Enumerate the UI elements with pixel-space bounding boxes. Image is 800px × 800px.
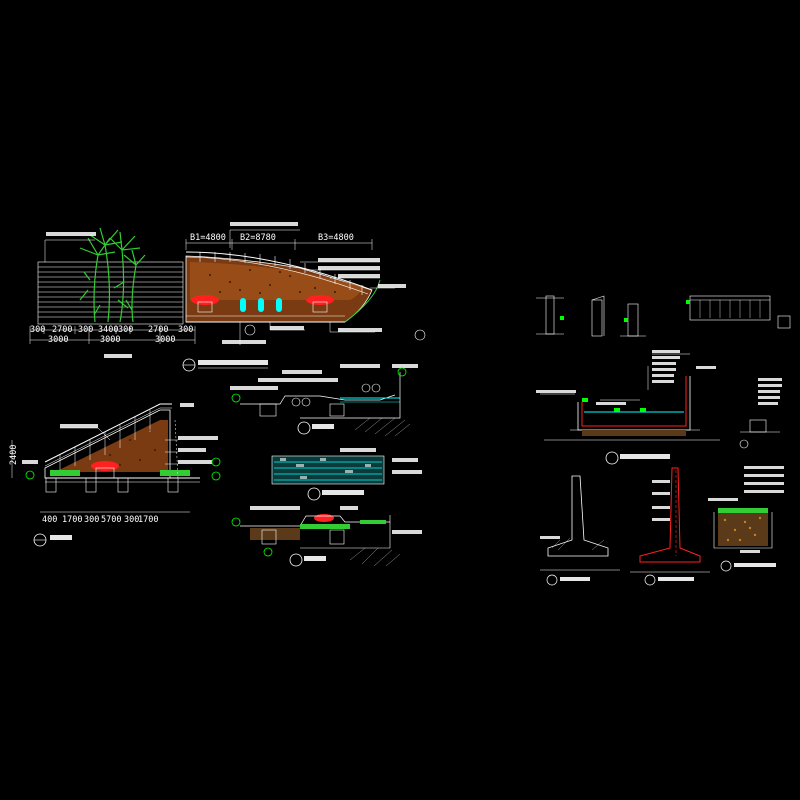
section-dim-3: 300 — [84, 515, 99, 525]
fountain-wall-body — [185, 251, 381, 323]
dimension-b1: B1=4800 — [190, 233, 226, 243]
stair-title — [33, 533, 72, 547]
right-side-notes — [739, 378, 784, 493]
elevation-bottom-dimension-lines — [29, 326, 196, 344]
fountain-elevation: B1=4800 B2=8780 B3=4800 300 2700 300 340… — [29, 222, 426, 372]
elevation-title — [182, 358, 268, 372]
dim-total-3: 3000 — [155, 335, 175, 345]
elevation-markers — [244, 324, 426, 341]
pool-section-a — [230, 364, 418, 437]
dim-seg-2: 2700 — [52, 325, 72, 335]
left-grille-wall — [37, 261, 184, 325]
right-pool-section — [536, 350, 720, 465]
section-dim-5: 300 — [124, 515, 139, 525]
right-small-details — [536, 295, 791, 337]
planting-detail — [708, 498, 776, 572]
dim-seg-1: 300 — [30, 325, 45, 335]
dimension-b3: B3=4800 — [318, 233, 354, 243]
section-dim-2: 1700 — [62, 515, 82, 525]
section-dim-4: 5700 — [101, 515, 121, 525]
dimension-b2: B2=8780 — [240, 233, 276, 243]
section-side-dimension: 2400 — [9, 445, 19, 465]
pool-plan-detail — [271, 448, 422, 501]
dim-seg-7: 300 — [178, 325, 193, 335]
retaining-wall-sections — [540, 467, 710, 586]
pool-section-b — [231, 506, 422, 567]
dim-seg-5: 300 — [118, 325, 133, 335]
section-dim-6: 1700 — [138, 515, 158, 525]
dim-seg-6: 2700 — [148, 325, 168, 335]
elevation-top-dimension — [185, 239, 373, 250]
dim-seg-3: 300 — [78, 325, 93, 335]
elevation-label-texts — [46, 222, 406, 358]
dim-total-2: 3000 — [100, 335, 120, 345]
stair-section: 2400 400 1700 300 5700 300 1700 — [9, 403, 221, 547]
dim-total-1: 3000 — [48, 335, 68, 345]
right-small-accent — [560, 300, 690, 322]
section-dim-1: 400 — [42, 515, 57, 525]
dim-seg-4: 3400 — [98, 325, 118, 335]
palm-tree-group — [79, 227, 146, 323]
stair-leader-texts — [22, 403, 218, 464]
